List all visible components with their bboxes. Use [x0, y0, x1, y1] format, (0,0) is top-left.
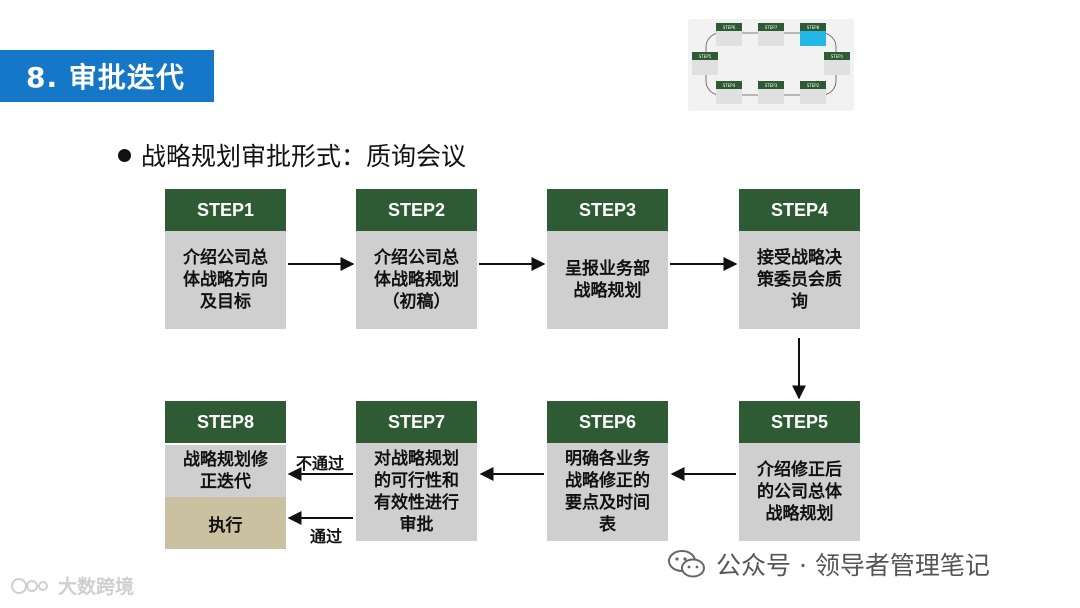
- step-6: STEP6 明确各业务 战略修正的 要点及时间 表: [547, 401, 668, 541]
- bullet-text: 战略规划审批形式：质询会议: [141, 142, 467, 171]
- thumb-step-body: [824, 60, 850, 75]
- footer-logo: 大数跨境: [10, 572, 134, 599]
- step-body: 对战略规划 的可行性和 有效性进行 审批: [356, 443, 477, 541]
- watermark: 公众号 · 领导者管理笔记: [668, 546, 990, 582]
- thumb-step-body: [800, 31, 826, 46]
- step-head: STEP6: [547, 401, 668, 443]
- step-7: STEP7 对战略规划 的可行性和 有效性进行 审批: [356, 401, 477, 541]
- step-8: STEP8: [165, 401, 286, 443]
- thumb-step-head: STEP8: [800, 23, 826, 31]
- step-body: 介绍修正后 的公司总体 战略规划: [739, 443, 860, 541]
- thumb-step-body: [800, 89, 826, 104]
- thumb-step-head: STEP3: [758, 81, 784, 89]
- step-body: 接受战略决 策委员会质 询: [739, 231, 860, 329]
- footer-logo-text: 大数跨境: [58, 576, 135, 598]
- step-body: 介绍公司总 体战略方向 及目标: [165, 231, 286, 329]
- thumb-step-head: STEP1: [824, 52, 850, 60]
- step-body: 介绍公司总 体战略规划 （初稿）: [356, 231, 477, 329]
- thumb-step-head: STEP2: [800, 81, 826, 89]
- step-head: STEP5: [739, 401, 860, 443]
- step-4: STEP4 接受战略决 策委员会质 询: [739, 189, 860, 329]
- step-5: STEP5 介绍修正后 的公司总体 战略规划: [739, 401, 860, 541]
- step-3: STEP3 呈报业务部 战略规划: [547, 189, 668, 329]
- thumb-step-body: [692, 60, 718, 75]
- thumb-step-body: [716, 89, 742, 104]
- step-head: STEP2: [356, 189, 477, 231]
- bullet-dot-icon: [118, 148, 131, 162]
- watermark-text: 公众号 · 领导者管理笔记: [716, 551, 990, 580]
- step-head: STEP7: [356, 401, 477, 443]
- thumb-step-body: [758, 31, 784, 46]
- brand-logo-icon: [11, 577, 48, 594]
- step-head: STEP4: [739, 189, 860, 231]
- step-8-execute-body: 执行: [165, 497, 286, 549]
- step-head: STEP3: [547, 189, 668, 231]
- flow-thumbnail: STEP6 STEP7 STEP8 STEP5 STEP1 STEP4 STEP…: [688, 19, 854, 111]
- bullet-heading: 战略规划审批形式：质询会议: [118, 137, 466, 173]
- fail-label: 不通过: [296, 454, 345, 473]
- step-1: STEP1 介绍公司总 体战略方向 及目标: [165, 189, 286, 329]
- step-8-revise-body: 战略规划修 正迭代: [165, 445, 286, 497]
- thumb-step-body: [758, 89, 784, 104]
- thumb-step-head: STEP5: [692, 52, 718, 60]
- step-body: 呈报业务部 战略规划: [547, 231, 668, 329]
- thumb-step-body: [716, 31, 742, 46]
- step-body: 明确各业务 战略修正的 要点及时间 表: [547, 443, 668, 541]
- step-head: STEP8: [165, 401, 286, 443]
- thumb-step-head: STEP6: [716, 23, 742, 31]
- wechat-icon: [668, 550, 705, 578]
- thumb-step-head: STEP4: [716, 81, 742, 89]
- step-2: STEP2 介绍公司总 体战略规划 （初稿）: [356, 189, 477, 329]
- step-head: STEP1: [165, 189, 286, 231]
- section-title: 8. 审批迭代: [0, 50, 214, 102]
- thumb-step-head: STEP7: [758, 23, 784, 31]
- pass-label: 通过: [310, 527, 343, 546]
